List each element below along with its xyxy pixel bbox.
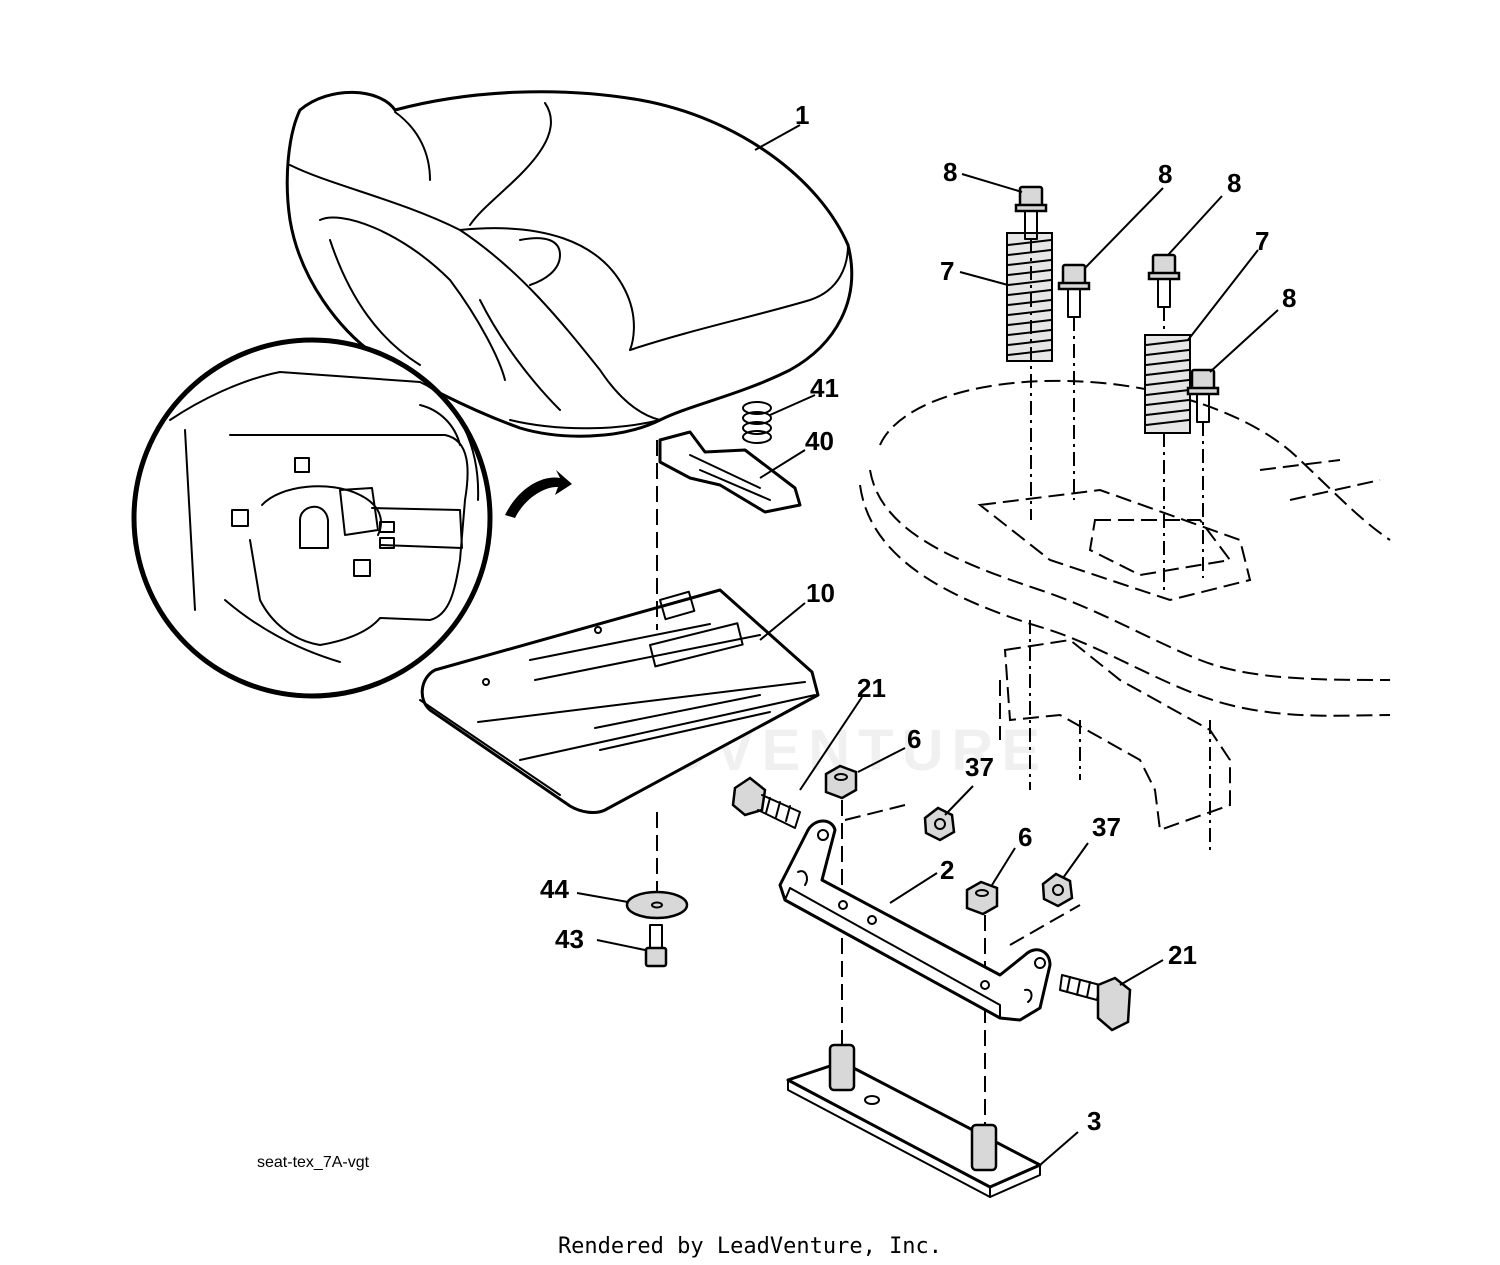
bolt-43 bbox=[644, 924, 668, 968]
callout-37: 37 bbox=[1092, 812, 1121, 842]
bolt-8-a bbox=[1014, 185, 1048, 240]
nut-37-left bbox=[923, 806, 956, 842]
bracket-2 bbox=[778, 819, 1052, 1022]
callout-7: 7 bbox=[940, 256, 954, 286]
callout-8: 8 bbox=[1158, 159, 1172, 189]
callout-6: 6 bbox=[1018, 822, 1032, 852]
callout-40: 40 bbox=[805, 426, 834, 456]
callout-1: 1 bbox=[795, 100, 809, 130]
nut-37-right bbox=[1041, 872, 1074, 908]
callouts: 1 8 8 8 8 7 7 41 40 10 21 6 37 6 37 2 44… bbox=[540, 100, 1296, 1136]
washer-44 bbox=[625, 890, 689, 920]
callout-10: 10 bbox=[806, 578, 835, 608]
callout-3: 3 bbox=[1087, 1106, 1101, 1136]
callout-21: 21 bbox=[1168, 940, 1197, 970]
spring-7-right bbox=[1144, 334, 1191, 434]
nut-6-right bbox=[965, 880, 999, 916]
callout-7: 7 bbox=[1255, 226, 1269, 256]
latch-plate-40 bbox=[658, 430, 802, 514]
callout-8: 8 bbox=[1227, 168, 1241, 198]
bolt-8-b bbox=[1057, 263, 1091, 318]
callout-43: 43 bbox=[555, 924, 584, 954]
bolt-8-d bbox=[1186, 368, 1220, 423]
diagram-caption: seat-tex_7A-vgt bbox=[257, 1154, 370, 1171]
footer-credit: Rendered by LeadVenture, Inc. bbox=[558, 1234, 942, 1259]
callout-8: 8 bbox=[943, 157, 957, 187]
nut-6-left bbox=[824, 764, 858, 800]
callout-6: 6 bbox=[907, 724, 921, 754]
callout-41: 41 bbox=[810, 373, 839, 403]
callout-2: 2 bbox=[940, 855, 954, 885]
seat-pan-10 bbox=[419, 588, 820, 815]
callout-44: 44 bbox=[540, 874, 569, 904]
callout-37: 37 bbox=[965, 752, 994, 782]
mount-plate-3 bbox=[786, 1043, 1042, 1198]
seat-part bbox=[285, 90, 854, 438]
leader-lines bbox=[576, 124, 1279, 1166]
callout-8: 8 bbox=[1282, 283, 1296, 313]
bolt-8-c bbox=[1147, 253, 1181, 308]
shoulder-bolt-21-right bbox=[1059, 974, 1132, 1032]
spring-7-left bbox=[1006, 232, 1053, 362]
latch-detail-circle bbox=[131, 337, 572, 699]
chassis-outline bbox=[859, 379, 1391, 850]
shoulder-bolt-21-left bbox=[731, 776, 801, 829]
callout-21: 21 bbox=[857, 673, 886, 703]
spring-41 bbox=[742, 401, 772, 444]
